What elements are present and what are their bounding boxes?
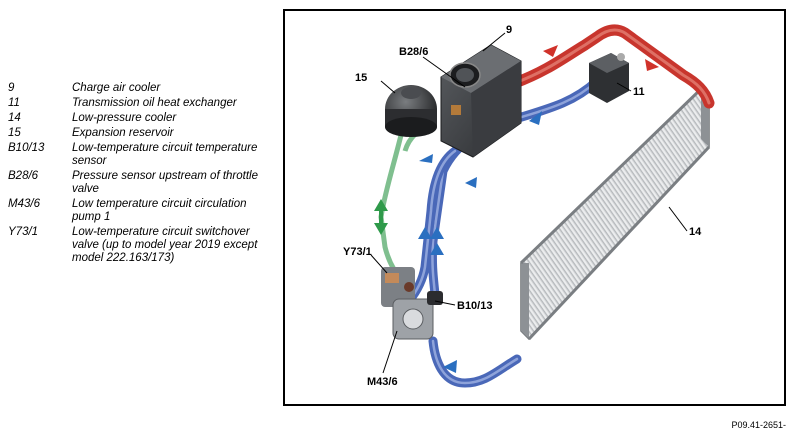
legend-desc: Low-pressure cooler [72,112,177,124]
legend-row: 11 Transmission oil heat exchanger [8,97,278,110]
cooling-circuit-figure: 9 B28/6 15 11 14 Y73/1 B10/13 M43/6 [283,9,786,406]
callout-y73-1: Y73/1 [343,246,372,258]
legend-code: 14 [8,112,21,124]
transmission-oil-heat-exchanger [589,53,629,103]
legend-code: B10/13 [8,142,45,154]
legend-desc: Low-temperature circuit switchover valve… [72,226,258,264]
arrow-icon [543,45,558,57]
callout-14: 14 [689,226,702,238]
callout-b10-13: B10/13 [457,300,492,312]
legend-code: 11 [8,97,20,109]
arrow-icon [418,227,432,239]
arrow-icon [645,59,659,71]
arrow-icon [465,177,477,188]
low-pressure-cooler [519,87,711,341]
legend-row: 14 Low-pressure cooler [8,112,278,125]
legend-row: B10/13 Low-temperature circuit temperatu… [8,142,278,168]
legend-row: Y73/1 Low-temperature circuit switchover… [8,226,278,265]
figure-reference: P09.41-2651- [731,420,786,430]
legend-code: M43/6 [8,198,40,210]
legend-desc: Charge air cooler [72,82,161,94]
legend-row: M43/6 Low temperature circuit circulatio… [8,198,278,224]
legend-code: B28/6 [8,170,39,182]
legend: 9 Charge air cooler 11 Transmission oil … [8,82,278,267]
arrow-icon [443,360,457,373]
arrow-icon [529,111,542,125]
double-arrow-icon [374,199,388,235]
leader-lines [370,32,688,374]
legend-row: 9 Charge air cooler [8,82,278,95]
arrow-icon [430,243,444,255]
legend-desc: Expansion reservoir [72,127,174,139]
legend-desc: Transmission oil heat exchanger [72,97,237,109]
flow-arrows-blue [418,111,542,373]
expansion-reservoir [385,85,437,137]
legend-code: 15 [8,127,21,139]
legend-row: 15 Expansion reservoir [8,127,278,140]
legend-desc: Pressure sensor upstream of throttle val… [72,170,258,195]
callout-15: 15 [355,72,367,84]
flow-arrows-red [543,45,659,71]
callout-m43-6: M43/6 [367,376,398,388]
circuit-diagram: 9 B28/6 15 11 14 Y73/1 B10/13 M43/6 [343,24,715,388]
arrow-icon [419,154,433,163]
legend-code: Y73/1 [8,226,39,238]
legend-desc: Low temperature circuit circulation pump… [72,198,247,223]
pump-valve-assembly [381,267,443,340]
callout-11: 11 [633,86,645,98]
arrow-icon [430,227,444,239]
callout-9: 9 [506,24,512,36]
legend-desc: Low-temperature circuit temperature sens… [72,142,258,167]
hot-pipe [509,24,715,109]
legend-row: B28/6 Pressure sensor upstream of thrott… [8,170,278,196]
legend-code: 9 [8,82,15,94]
charge-air-cooler [440,44,522,158]
callout-b28-6: B28/6 [399,46,428,58]
